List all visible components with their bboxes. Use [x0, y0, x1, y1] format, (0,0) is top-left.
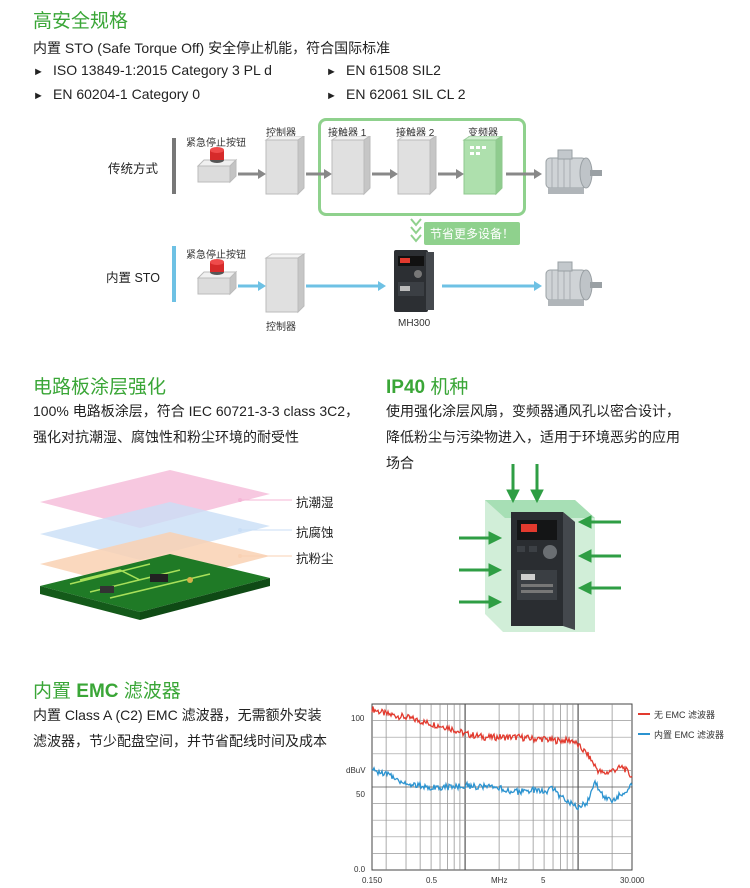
builtin-sto-flow	[196, 250, 602, 314]
pcb-coating-layers	[40, 470, 292, 620]
ip40-description: 使用强化涂层风扇，变频器通风孔以密合设计， 降低粉尘与污染物进入，适用于环境恶劣…	[386, 403, 680, 471]
motor-icon	[545, 261, 602, 306]
mh300-drive-icon	[394, 250, 434, 312]
estop-label: 紧急停止按钮	[186, 138, 246, 149]
standard-item: ►EN 61508 SIL2	[326, 62, 441, 78]
y-tick-0: 0.0	[354, 865, 366, 874]
emergency-stop-icon	[196, 259, 238, 296]
emc-title: 内置 EMC 滤波器	[33, 681, 181, 702]
y-axis-label: dBuV	[346, 766, 366, 775]
layer-label-corrosion: 抗腐蚀	[296, 526, 334, 540]
pcb-board-icon	[40, 554, 270, 620]
chart-legend: 无 EMC 滤波器 内置 EMC 滤波器	[638, 707, 750, 741]
x-tick-30000: 30.000	[620, 876, 645, 885]
emc-description: 内置 Class A (C2) EMC 滤波器，无需额外安装 滤波器，节少配盘空…	[33, 707, 327, 749]
legend-swatch	[638, 713, 650, 715]
standard-item: ►ISO 13849-1:2015 Category 3 PL d	[33, 62, 272, 78]
series-line-no-filter	[371, 706, 633, 778]
inverter-box-icon	[462, 136, 503, 196]
bullet-icon: ►	[326, 66, 337, 78]
inverter-label: 变频器	[468, 128, 498, 139]
controller-box-icon	[264, 253, 306, 314]
airflow-arrows	[459, 464, 621, 609]
x-tick-0150: 0.150	[362, 876, 383, 885]
moisture-layer	[40, 470, 270, 528]
builtin-bar	[172, 246, 176, 302]
emergency-stop-icon	[196, 147, 238, 184]
emc-emission-chart	[371, 703, 633, 871]
coating-description: 100% 电路板涂层，符合 IEC 60721-3-3 class 3C2， 强…	[33, 403, 359, 445]
estop-label: 紧急停止按钮	[186, 250, 246, 261]
controller-label: 控制器	[266, 322, 296, 333]
traditional-bar	[172, 138, 176, 194]
bullet-icon: ►	[326, 90, 337, 102]
bullet-icon: ►	[33, 66, 44, 78]
x-tick-05: 0.5	[426, 876, 438, 885]
legend-swatch	[638, 733, 650, 735]
bullet-icon: ►	[33, 90, 44, 102]
layer-label-dust: 抗粉尘	[296, 552, 334, 566]
sto-description: 内置 STO (Safe Torque Off) 安全停止机能，符合国际标准	[33, 40, 391, 56]
contactor2-label: 接触器 2	[396, 128, 435, 139]
legend-item-no-filter: 无 EMC 滤波器	[638, 707, 750, 721]
ip40-title: IP40 机种	[386, 377, 469, 398]
y-tick-50: 50	[356, 790, 365, 799]
mh300-label: MH300	[398, 318, 431, 329]
ip40-drive-illustration	[459, 464, 621, 632]
down-chevron-icon	[410, 215, 422, 245]
standard-item: ►EN 62061 SIL CL 2	[326, 86, 466, 102]
controller-box-icon	[264, 136, 305, 196]
corrosion-layer	[40, 502, 270, 560]
contactor1-label: 接触器 1	[328, 128, 367, 139]
motor-icon	[545, 149, 602, 194]
mh300-drive-icon	[511, 512, 575, 630]
contactor-1-icon	[330, 136, 371, 196]
standard-item: ►EN 60204-1 Category 0	[33, 86, 201, 102]
controller-label: 控制器	[266, 128, 296, 139]
builtin-sto-label: 内置 STO	[106, 271, 160, 285]
legend-item-with-filter: 内置 EMC 滤波器	[638, 727, 750, 741]
sto-title: 高安全规格	[33, 11, 129, 32]
contactor-2-icon	[396, 136, 437, 196]
traditional-label: 传统方式	[108, 162, 159, 176]
save-devices-note: 节省更多设备！	[424, 222, 521, 245]
layer-label-moisture: 抗潮湿	[296, 496, 334, 510]
series-line-with-filter	[371, 766, 633, 811]
traditional-flow	[196, 136, 602, 196]
replaced-devices-frame	[318, 118, 526, 216]
coating-title: 电路板涂层强化	[33, 377, 167, 398]
x-axis-unit: MHz	[491, 876, 508, 885]
x-tick-5: 5	[541, 876, 546, 885]
y-tick-100: 100	[351, 714, 365, 723]
sto-diagram: 传统方式 内置 STO 节省更多设备！ 紧急停止按钮 控制器 接触器 1 接触器…	[0, 110, 750, 350]
